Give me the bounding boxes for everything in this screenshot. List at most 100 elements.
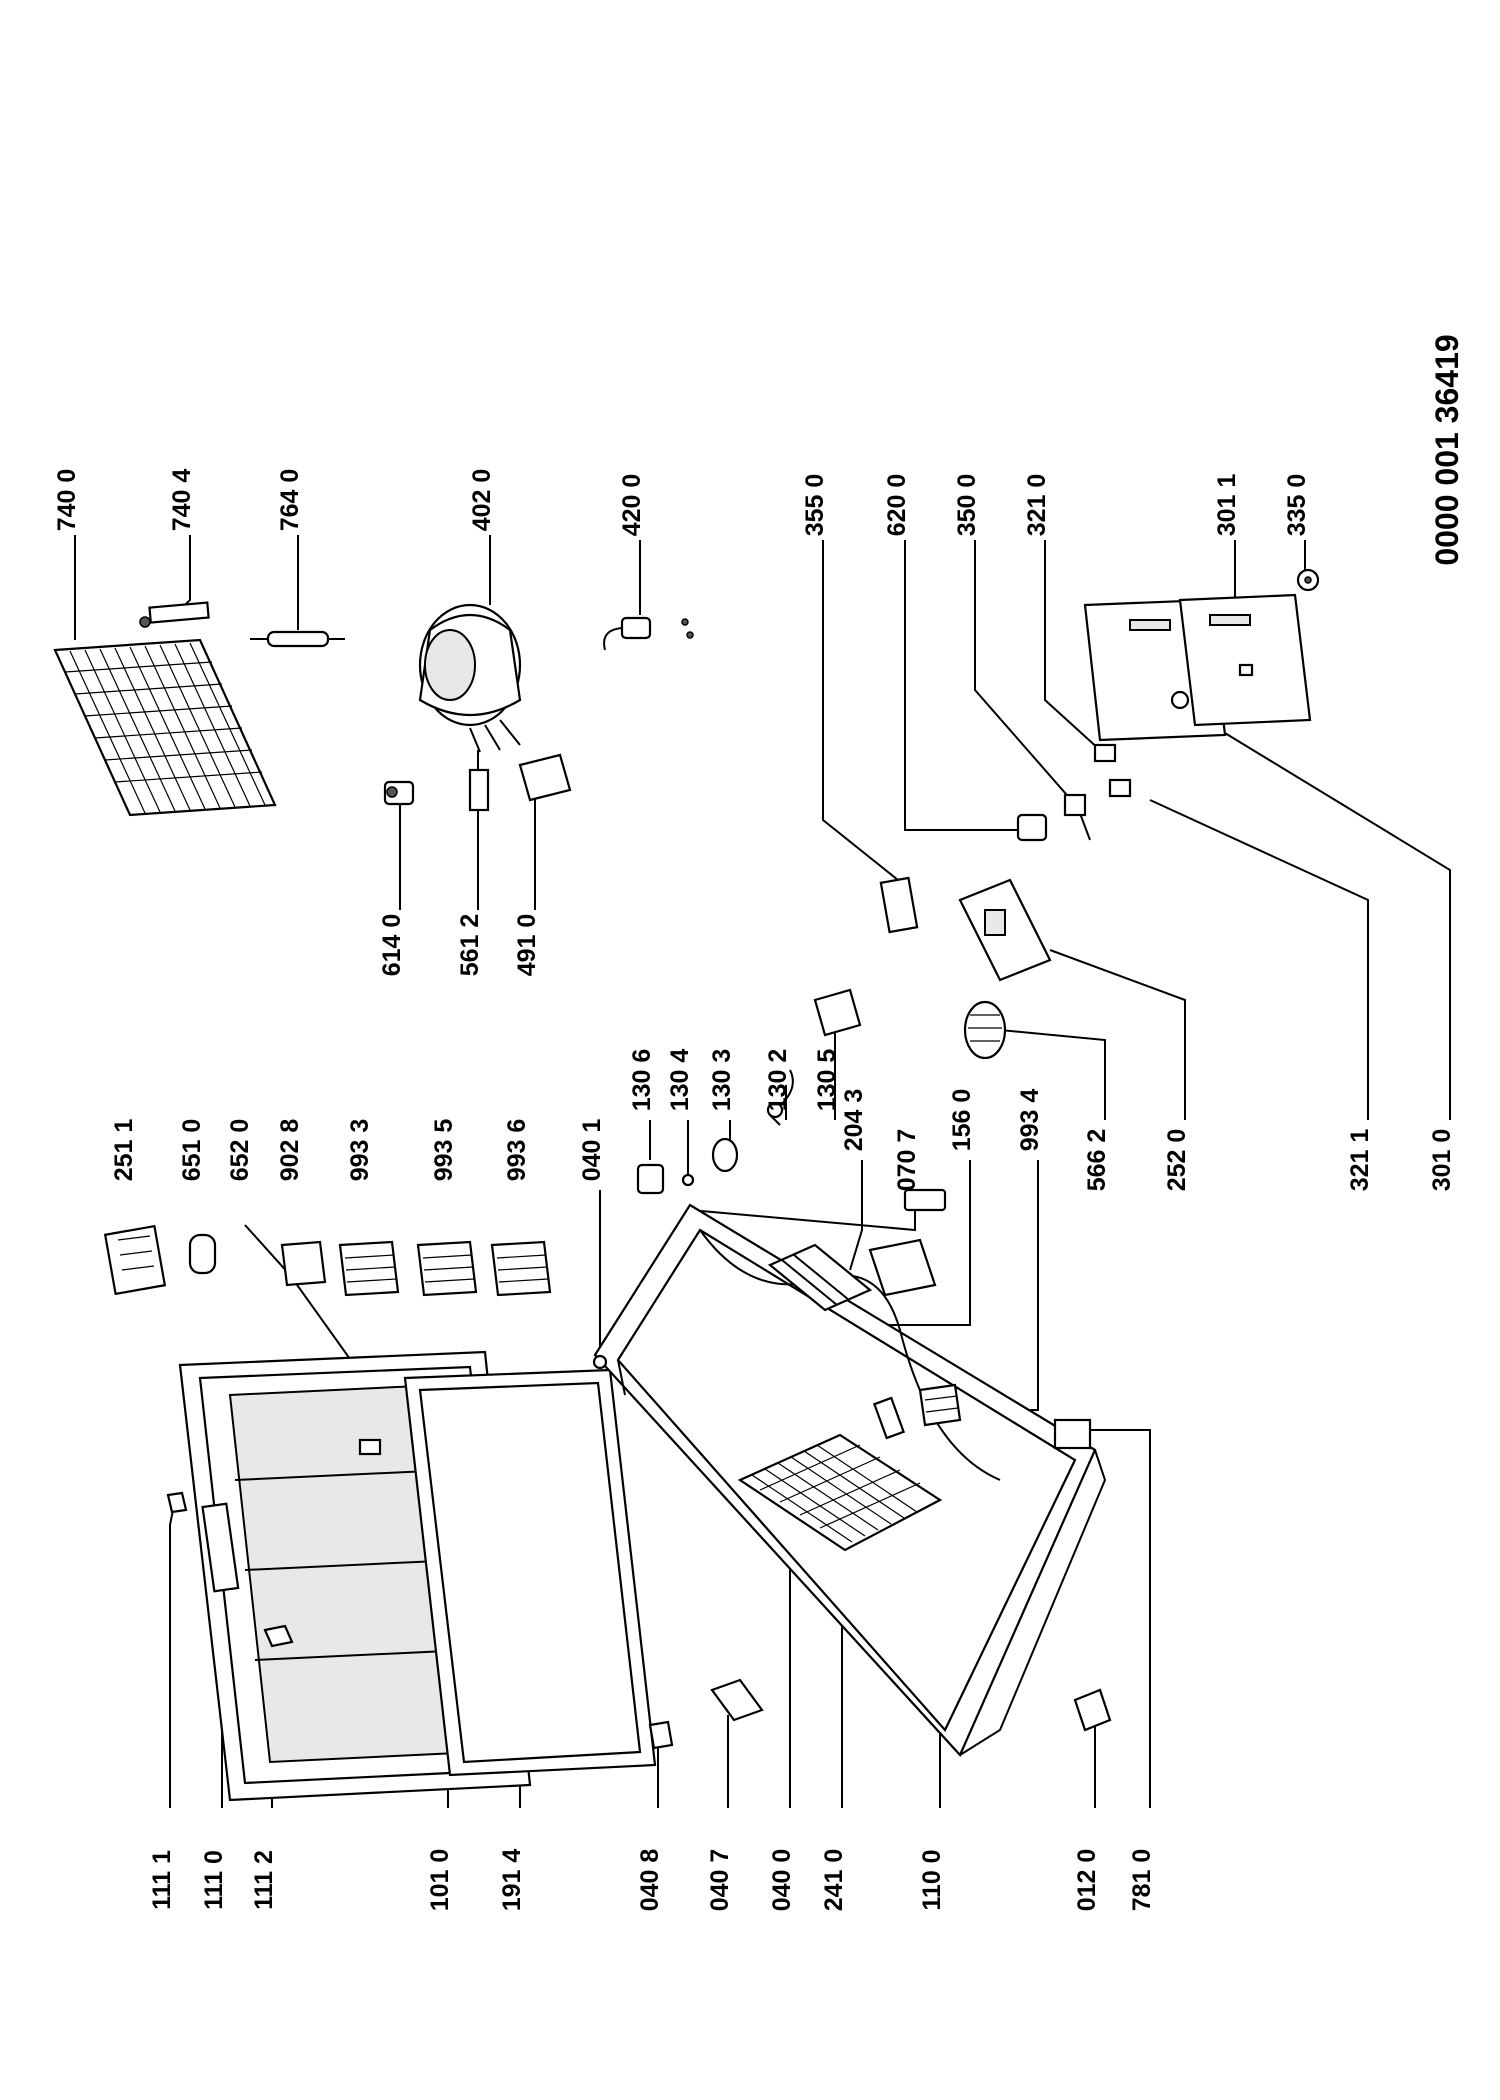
label-0407: 040 7 — [706, 1849, 734, 1912]
label-4910: 491 0 — [513, 914, 541, 977]
handle-111-0 — [201, 1502, 240, 1593]
part-130-5 — [813, 988, 862, 1037]
control-box-252 — [958, 878, 1052, 982]
label-1304: 130 4 — [666, 1049, 694, 1112]
leader-3210 — [1044, 540, 1101, 751]
label-1305: 130 5 — [813, 1049, 841, 1112]
label-2520: 252 0 — [1163, 1129, 1191, 1192]
label-1010: 101 0 — [426, 1849, 454, 1912]
part-130-6 — [636, 1163, 665, 1195]
part-040-7 — [710, 1678, 764, 1722]
label-6520: 652 0 — [226, 1119, 254, 1182]
label-1110: 111 0 — [200, 1850, 228, 1910]
part-491 — [518, 753, 572, 802]
label-3011: 301 1 — [1213, 474, 1241, 537]
label-7810: 781 0 — [1128, 1849, 1156, 1912]
filter-dryer — [250, 630, 345, 648]
basket-insert-993-5 — [416, 1240, 478, 1297]
control-panel-301-1 — [1178, 593, 1312, 727]
label-7404: 740 4 — [168, 469, 196, 532]
part-355 — [879, 876, 919, 934]
label-3211: 321 1 — [1346, 1129, 1374, 1192]
basket-insert-993-6 — [490, 1240, 552, 1297]
leader-2520 — [1049, 949, 1186, 1120]
part-012 — [1073, 1688, 1112, 1732]
leader-3211 — [1149, 799, 1369, 1120]
label-9936: 993 6 — [503, 1119, 531, 1182]
leader-6200 — [904, 540, 1040, 831]
part-614 — [383, 780, 415, 806]
part-130-3 — [711, 1137, 739, 1173]
part-993-4 — [918, 1383, 962, 1427]
leader-3500 — [974, 540, 1081, 811]
leader-7404 — [179, 535, 191, 611]
thermostat-350 — [1063, 793, 1091, 841]
part-070 — [903, 1188, 947, 1212]
label-9933: 993 3 — [346, 1119, 374, 1182]
label-0400: 040 0 — [768, 1849, 796, 1912]
hinge-111-1 — [166, 1491, 188, 1514]
label-6200: 620 0 — [883, 474, 911, 537]
part-651 — [188, 1233, 217, 1275]
label-1303: 130 3 — [708, 1049, 736, 1112]
label-7400: 740 0 — [53, 469, 81, 532]
part-620 — [1016, 813, 1048, 842]
part-130-4 — [681, 1173, 695, 1187]
starter-relay — [603, 616, 694, 651]
label-1111: 111 1 — [148, 1850, 176, 1910]
part-130-2 — [766, 1069, 794, 1126]
label-1100: 110 0 — [918, 1849, 946, 1910]
document-number: 0000 001 36419 — [1429, 334, 1465, 565]
label-1914: 191 4 — [498, 1849, 526, 1912]
hinge-111-2 — [263, 1624, 294, 1648]
label-9934: 993 4 — [1016, 1089, 1044, 1152]
label-0401: 040 1 — [578, 1119, 606, 1182]
leader-2043 — [849, 1160, 863, 1271]
label-9935: 993 5 — [430, 1119, 458, 1182]
label-1112: 111 2 — [250, 1850, 278, 1910]
label-6140: 614 0 — [378, 914, 406, 977]
leader-7810 — [1090, 1429, 1151, 1808]
basket-insert-993-3 — [338, 1240, 400, 1297]
label-6510: 651 0 — [178, 1119, 206, 1182]
label-1560: 156 0 — [948, 1089, 976, 1152]
label-0408: 040 8 — [636, 1849, 664, 1912]
label-3500: 350 0 — [953, 474, 981, 537]
part-251 — [103, 1224, 167, 1296]
part-321-1 — [1108, 778, 1132, 798]
part-156 — [868, 1238, 937, 1297]
callout-labels: 111 1 111 0 111 2 101 0 191 4 040 8 040 … — [53, 469, 1456, 1912]
label-9028: 902 8 — [276, 1119, 304, 1182]
label-4200: 420 0 — [618, 474, 646, 537]
label-1306: 130 6 — [628, 1049, 656, 1112]
knob-335 — [1296, 568, 1320, 592]
leader-3010 — [1219, 729, 1451, 1120]
part-110 — [872, 1396, 906, 1440]
lid-gasket — [403, 1368, 657, 1777]
evaporator-bracket — [139, 601, 210, 628]
part-902 — [280, 1240, 327, 1287]
leader-5662 — [999, 1029, 1106, 1120]
part-040-8 — [648, 1720, 674, 1750]
leader-1560 — [880, 1160, 971, 1326]
part-321-0 — [1093, 743, 1117, 763]
label-3210: 321 0 — [1023, 474, 1051, 537]
label-2511: 251 1 — [110, 1119, 138, 1182]
compressor — [418, 603, 522, 753]
part-561 — [468, 750, 490, 812]
part-040-1 — [592, 1354, 608, 1370]
leader-3550 — [822, 540, 899, 881]
label-3010: 301 0 — [1428, 1129, 1456, 1192]
wire-basket — [737, 1433, 943, 1552]
label-5662: 566 2 — [1083, 1129, 1111, 1192]
part-781 — [1053, 1418, 1092, 1450]
evaporator-coil — [53, 638, 277, 817]
label-2043: 204 3 — [840, 1089, 868, 1152]
label-3550: 355 0 — [801, 474, 829, 537]
label-4020: 402 0 — [468, 469, 496, 532]
label-2410: 241 0 — [820, 1849, 848, 1912]
shelf-divider — [767, 1243, 873, 1312]
label-7640: 764 0 — [276, 469, 304, 532]
